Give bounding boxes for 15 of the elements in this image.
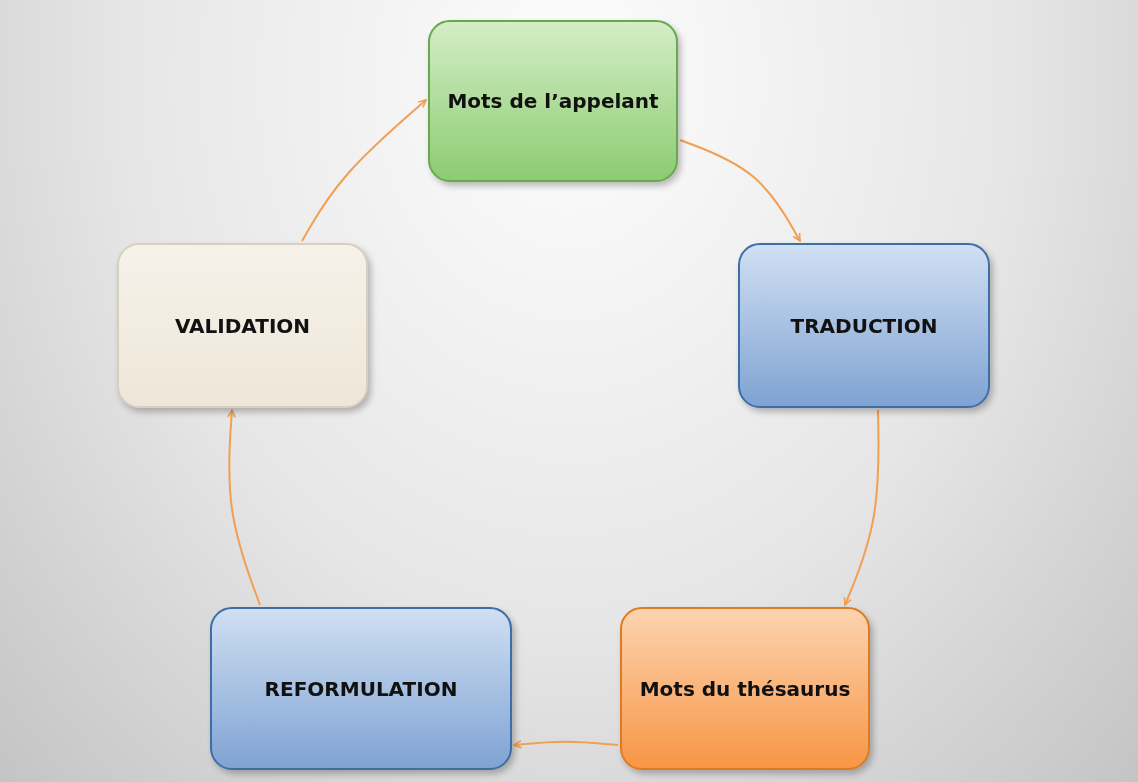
process-box <box>738 243 990 408</box>
arrow <box>843 409 880 606</box>
step-label: VALIDATION <box>173 312 312 339</box>
process-box <box>428 20 678 182</box>
step-label: REFORMULATION <box>263 675 459 702</box>
process-box <box>620 607 870 770</box>
arrow <box>227 409 261 606</box>
process-box <box>117 243 368 408</box>
arrow <box>513 739 619 749</box>
arrow <box>679 139 801 242</box>
step-label: Mots du thésaurus <box>638 675 852 702</box>
step-label: Mots de l’appelant <box>446 88 660 114</box>
step-label: TRADUCTION <box>789 312 939 339</box>
process-box <box>210 607 512 770</box>
arrow <box>301 99 427 242</box>
